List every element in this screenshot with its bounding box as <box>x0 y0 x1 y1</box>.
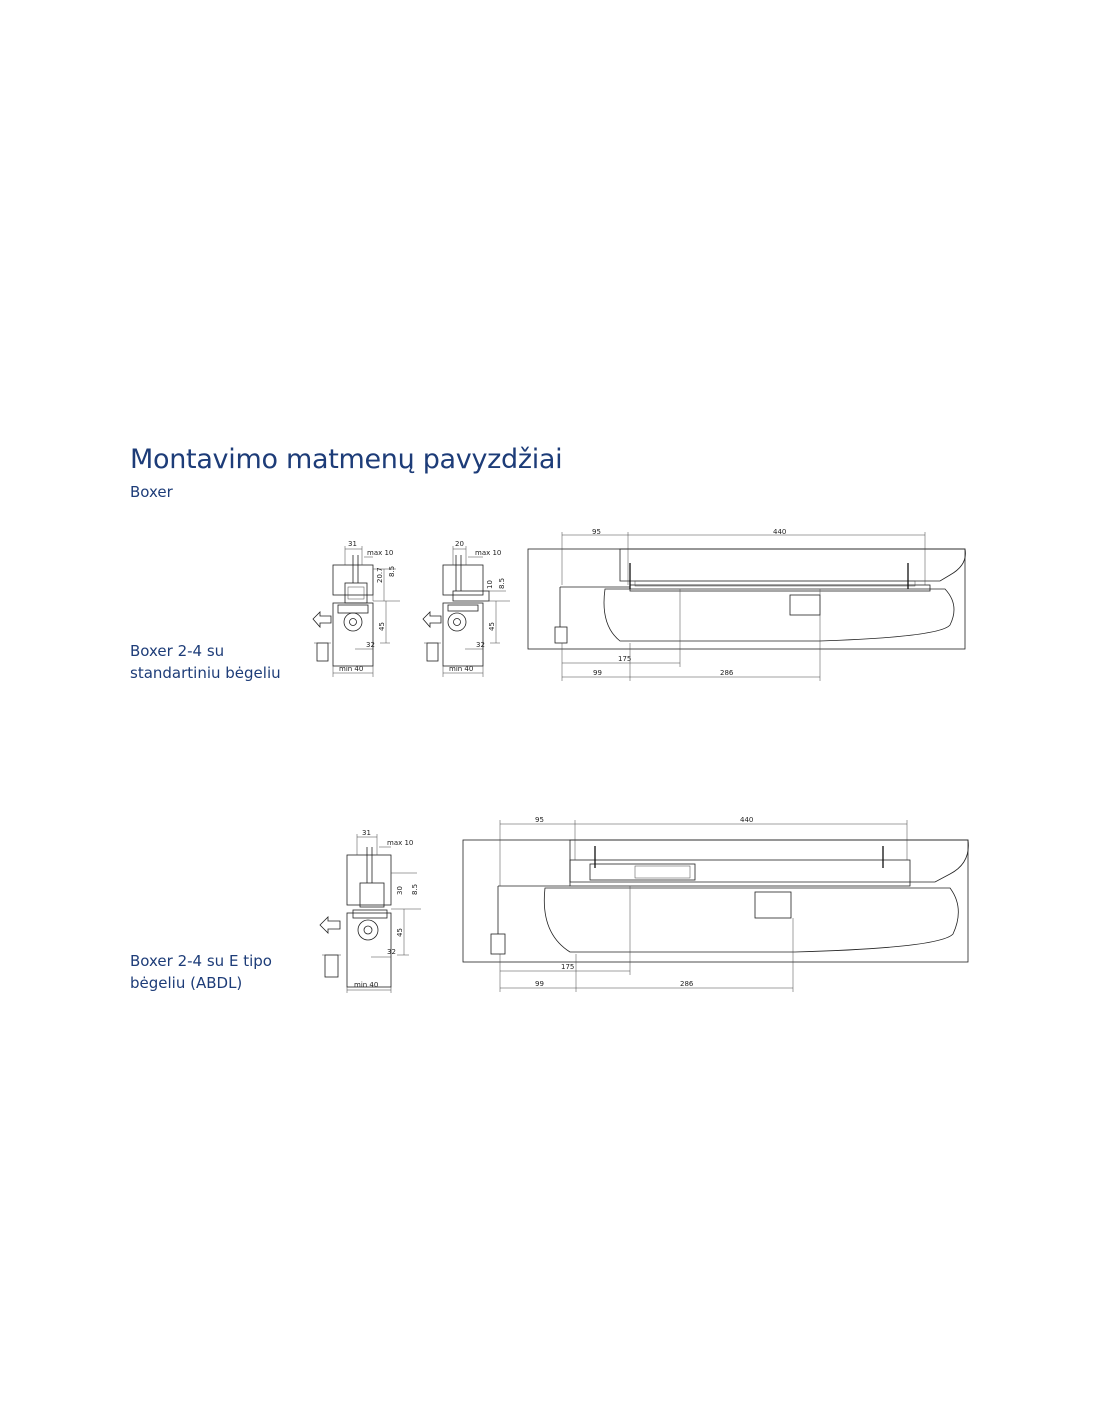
dim-label: 32 <box>366 641 375 649</box>
dim-label: 45 <box>488 622 496 631</box>
dim-label: 99 <box>593 669 602 677</box>
dim-label: 31 <box>362 829 371 837</box>
dim-label: 175 <box>618 655 631 663</box>
dim-label: 8.5 <box>498 578 506 589</box>
dim-label: 45 <box>378 622 386 631</box>
dim-label: min 40 <box>449 665 473 673</box>
section-label-line: Boxer 2-4 su <box>130 642 225 660</box>
dim-label: 95 <box>535 816 544 824</box>
dim-label: 440 <box>740 816 753 824</box>
dim-label: 30 <box>396 886 404 895</box>
dim-label: 31 <box>348 540 357 548</box>
dim-label: 99 <box>535 980 544 988</box>
section-label-standard: Boxer 2-4 su standartiniu bėgeliu <box>130 640 281 684</box>
dim-label: 32 <box>476 641 485 649</box>
page-subtitle: Boxer <box>130 483 173 501</box>
page-title: Montavimo matmenų pavyzdžiai <box>130 444 563 475</box>
dim-label: 20.7 <box>376 567 384 583</box>
dim-label: 440 <box>773 528 786 536</box>
dim-label: 286 <box>680 980 694 988</box>
section-label-line: Boxer 2-4 su E tipo <box>130 952 272 970</box>
section-detail-b: 20 max 10 10 8.5 45 32 min 40 <box>422 540 510 677</box>
dim-label: 45 <box>396 928 404 937</box>
dim-label: 8.5 <box>411 884 419 895</box>
section-label-line: standartiniu bėgeliu <box>130 664 281 682</box>
dim-label: 286 <box>720 669 734 677</box>
dim-label: min 40 <box>354 981 378 989</box>
dim-label: 95 <box>592 528 601 536</box>
dim-label: max 10 <box>367 549 393 557</box>
dim-label: 175 <box>561 963 574 971</box>
section-detail-a-e-type: 31 max 10 30 8.5 45 32 min 40 <box>319 829 421 993</box>
dim-label: max 10 <box>475 549 501 557</box>
dim-label: 20 <box>455 540 464 548</box>
section-label-line: bėgeliu (ABDL) <box>130 974 243 992</box>
dim-label: min 40 <box>339 665 363 673</box>
dim-label: 10 <box>486 580 494 589</box>
dim-label: max 10 <box>387 839 413 847</box>
section-label-e-type: Boxer 2-4 su E tipo bėgeliu (ABDL) <box>130 950 272 994</box>
section-plan-view-e-type: 95 440 175 99 286 <box>462 816 969 992</box>
dim-label: 8.5 <box>388 566 396 577</box>
section-detail-a: 31 max 10 20.7 8.5 45 32 min 40 <box>312 540 400 677</box>
section-plan-view: 95 440 175 99 286 <box>527 528 966 681</box>
dim-label: 32 <box>387 948 396 956</box>
